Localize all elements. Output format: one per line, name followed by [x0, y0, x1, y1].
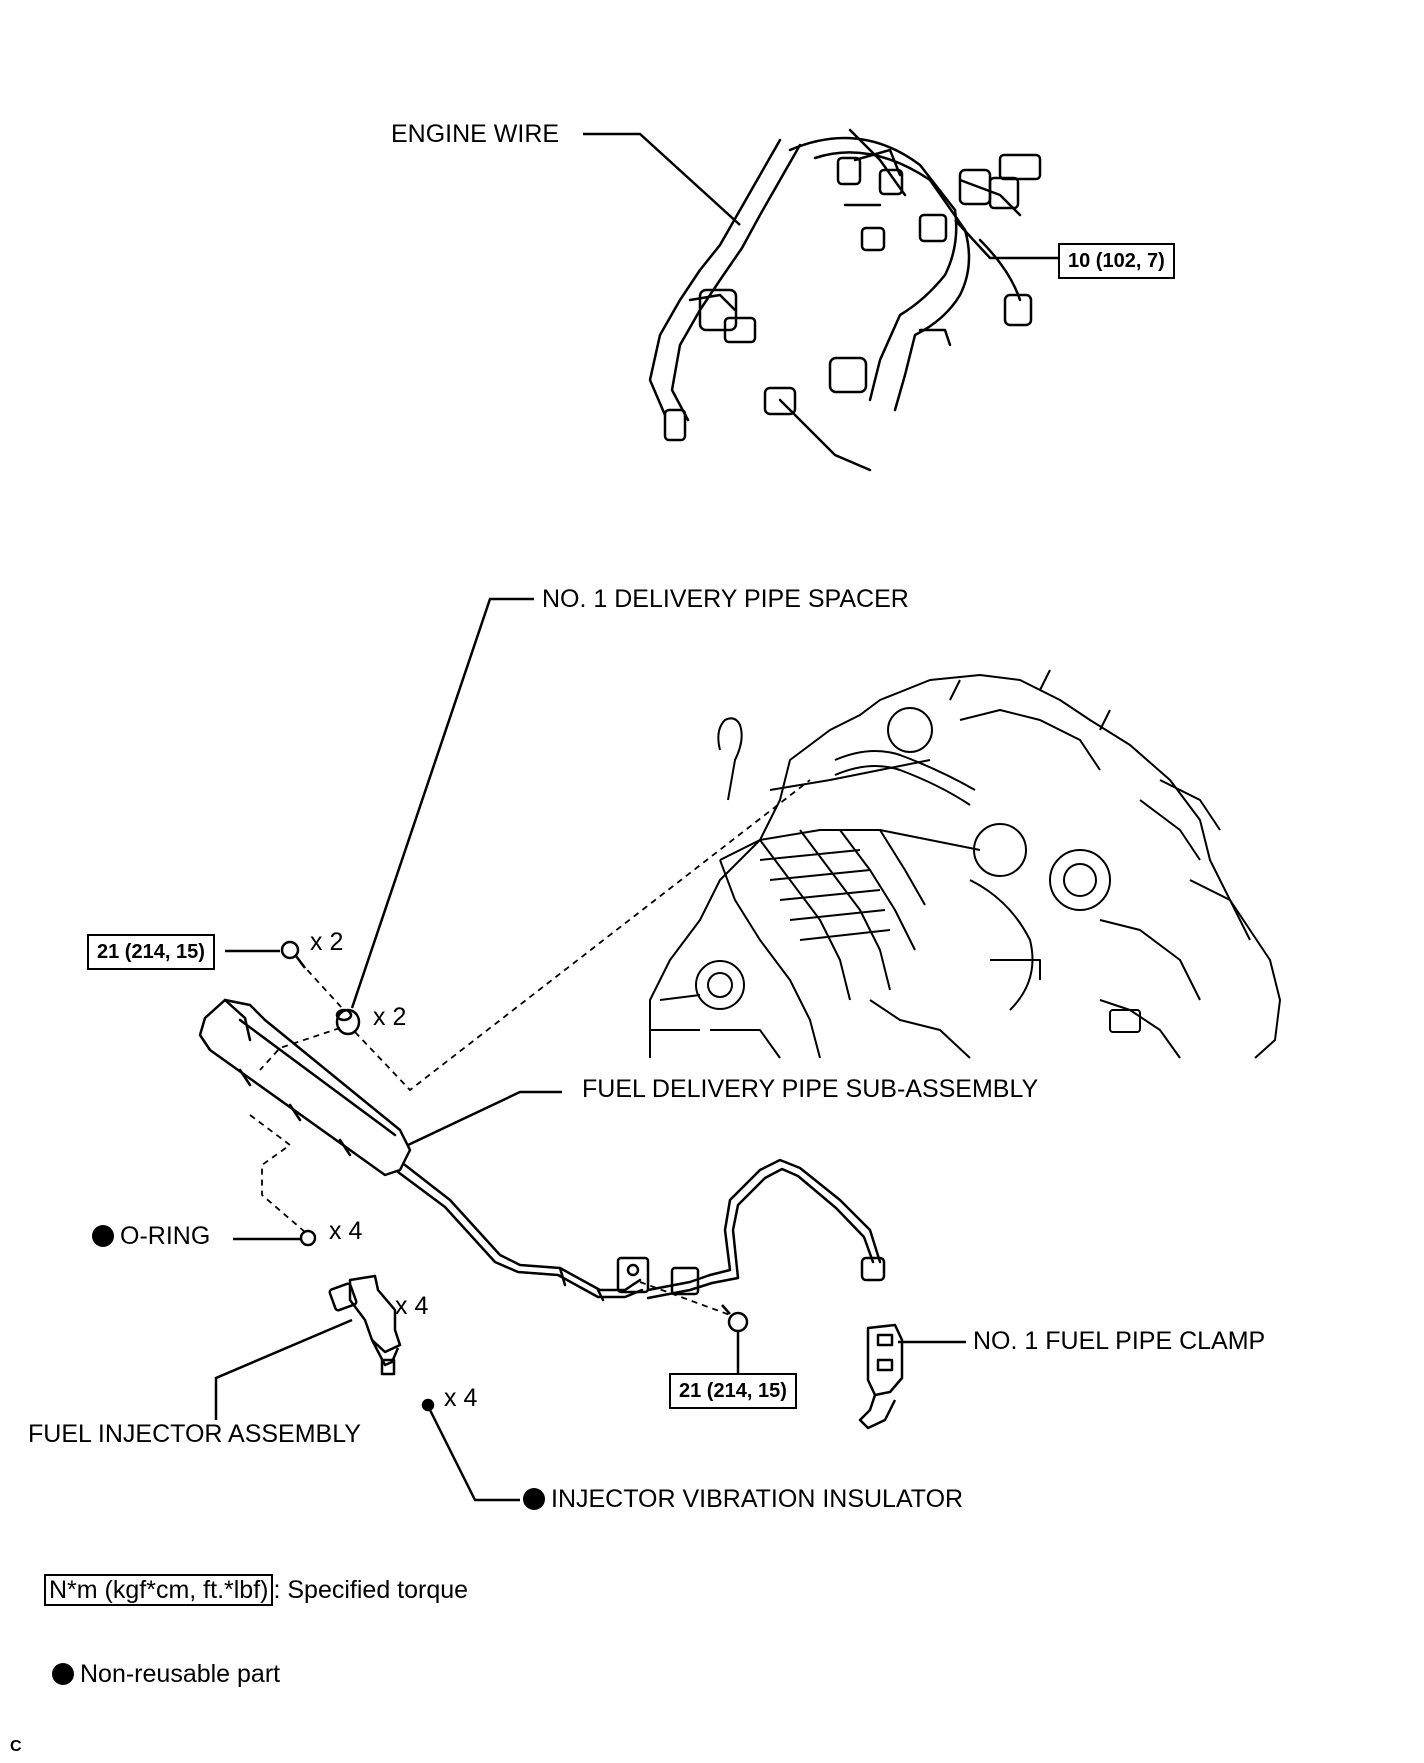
- non-reusable-dot-icon: [523, 1488, 545, 1510]
- corner-mark: C: [10, 1738, 22, 1755]
- alignment-lines: [249, 779, 811, 1316]
- delivery-pipe-label: FUEL DELIVERY PIPE SUB-ASSEMBLY: [582, 1075, 1039, 1103]
- spacer-qty: x 2: [373, 1003, 407, 1031]
- fuel-injector-illustration: [328, 1274, 402, 1376]
- clamp-bolt-torque-box: 21 (214, 15): [669, 1373, 797, 1409]
- spacer-icon: [335, 1008, 361, 1036]
- insulator-label: INJECTOR VIBRATION INSULATOR: [523, 1485, 963, 1513]
- clamp-bolt-icon: [721, 1304, 749, 1333]
- pipe-clamp-illustration: [858, 1323, 904, 1430]
- pipe-bolt-qty: x 2: [310, 928, 344, 956]
- insulator-qty: x 4: [444, 1384, 478, 1412]
- injector-label: FUEL INJECTOR ASSEMBLY: [28, 1420, 361, 1448]
- nonreusable-legend: Non-reusable part: [52, 1660, 280, 1688]
- engine-wire-label: ENGINE WIRE: [391, 120, 560, 148]
- engine-wire-torque-box: 10 (102, 7): [1058, 243, 1175, 279]
- injector-qty: x 4: [395, 1292, 429, 1320]
- torque-legend: N*m (kgf*cm, ft.*lbf): Specified torque: [44, 1574, 469, 1606]
- insulator-icon: [421, 1398, 435, 1412]
- spacer-label: NO. 1 DELIVERY PIPE SPACER: [542, 585, 909, 613]
- engine-wire-harness-illustration: [648, 128, 1042, 472]
- o-ring-label: O-RING: [92, 1222, 210, 1250]
- o-ring-qty: x 4: [329, 1217, 363, 1245]
- o-ring-icon: [299, 1229, 317, 1247]
- non-reusable-dot-icon: [52, 1663, 74, 1685]
- pipe-bolt-torque-box: 21 (214, 15): [87, 934, 215, 970]
- torque-legend-desc: : Specified torque: [273, 1576, 469, 1604]
- non-reusable-dot-icon: [92, 1225, 114, 1247]
- small-parts: [280, 940, 749, 1412]
- fuel-delivery-pipe-illustration: [198, 998, 886, 1302]
- torque-unit-box: N*m (kgf*cm, ft.*lbf): [44, 1574, 274, 1606]
- leader-lines: [214, 132, 1060, 1502]
- engine-illustration: [649, 669, 1281, 1059]
- pipe-clamp-label: NO. 1 FUEL PIPE CLAMP: [973, 1327, 1266, 1355]
